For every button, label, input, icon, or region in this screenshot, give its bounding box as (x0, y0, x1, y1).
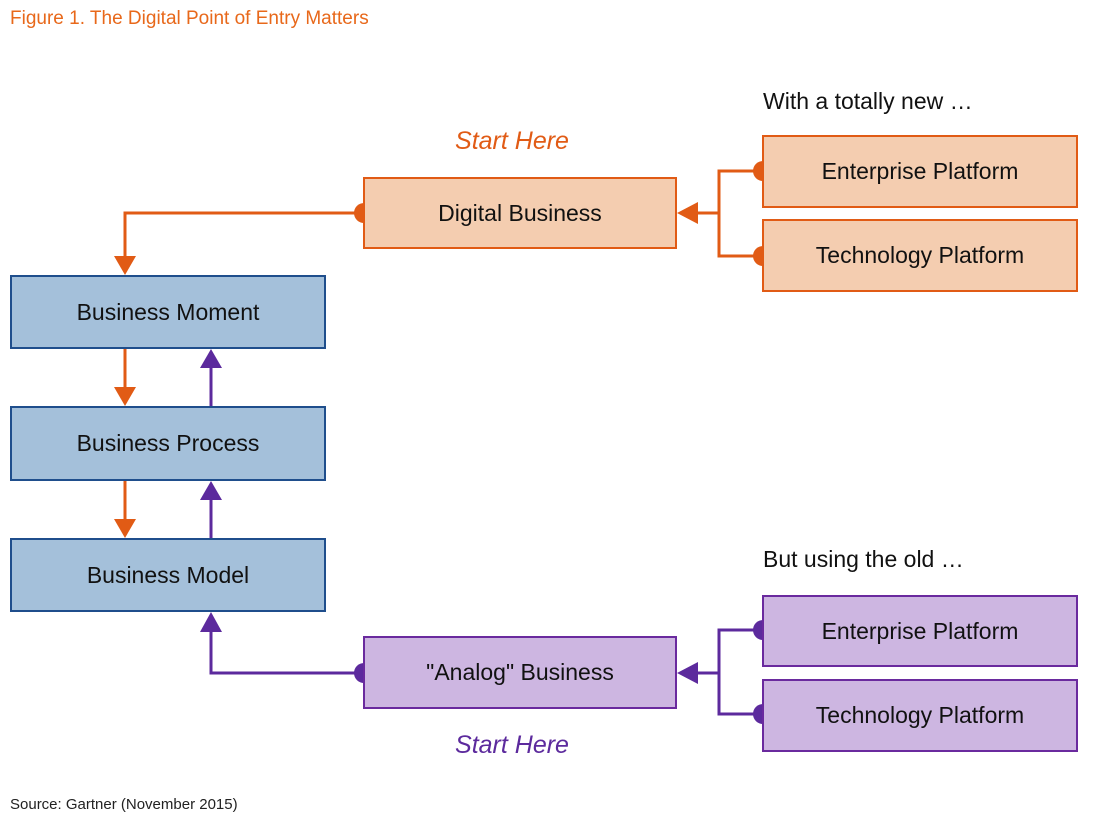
connector-analog-to-model (209, 626, 364, 675)
arrowhead-into-digital-business (677, 202, 698, 224)
arrowhead-into-analog-business (677, 662, 698, 684)
bottom-enterprise-platform-box: Enterprise Platform (762, 595, 1078, 667)
business-moment-box: Business Moment (10, 275, 326, 349)
digital-business-box: Digital Business (363, 177, 677, 249)
business-process-label: Business Process (76, 430, 260, 456)
analog-business-box: "Analog" Business (363, 636, 677, 709)
figure-title: Figure 1. The Digital Point of Entry Mat… (10, 8, 369, 29)
arrowhead-into-business-model-up (200, 612, 222, 632)
bottom-enterprise-platform-label: Enterprise Platform (821, 617, 1019, 644)
digital-business-label: Digital Business (438, 199, 602, 226)
connector-platforms-top (717, 169, 763, 258)
arrowhead-into-business-process-up (200, 481, 222, 500)
bottom-technology-platform-box: Technology Platform (762, 679, 1078, 752)
analog-business-label: "Analog" Business (426, 659, 614, 685)
arrowhead-into-business-model (114, 519, 136, 538)
start-here-top: Start Here (455, 127, 569, 155)
top-technology-platform-box: Technology Platform (762, 219, 1078, 292)
connector-platforms-bottom (717, 628, 763, 716)
top-enterprise-platform-label: Enterprise Platform (821, 158, 1019, 184)
arrowhead-into-business-moment (114, 256, 136, 275)
top-enterprise-platform-box: Enterprise Platform (762, 135, 1078, 208)
business-model-box: Business Model (10, 538, 326, 612)
arrowhead-into-business-moment-up (200, 349, 222, 368)
bottom-technology-platform-label: Technology Platform (815, 702, 1025, 728)
connector-digital-to-moment (123, 211, 364, 262)
top-technology-platform-label: Technology Platform (815, 242, 1025, 268)
source-note: Source: Gartner (November 2015) (10, 796, 238, 813)
bottom-caption: But using the old … (763, 546, 964, 572)
arrowhead-into-business-process (114, 387, 136, 406)
start-here-bottom: Start Here (455, 731, 569, 759)
top-caption: With a totally new … (763, 88, 973, 114)
business-moment-label: Business Moment (76, 298, 260, 325)
business-model-label: Business Model (86, 561, 250, 588)
business-process-box: Business Process (10, 406, 326, 481)
